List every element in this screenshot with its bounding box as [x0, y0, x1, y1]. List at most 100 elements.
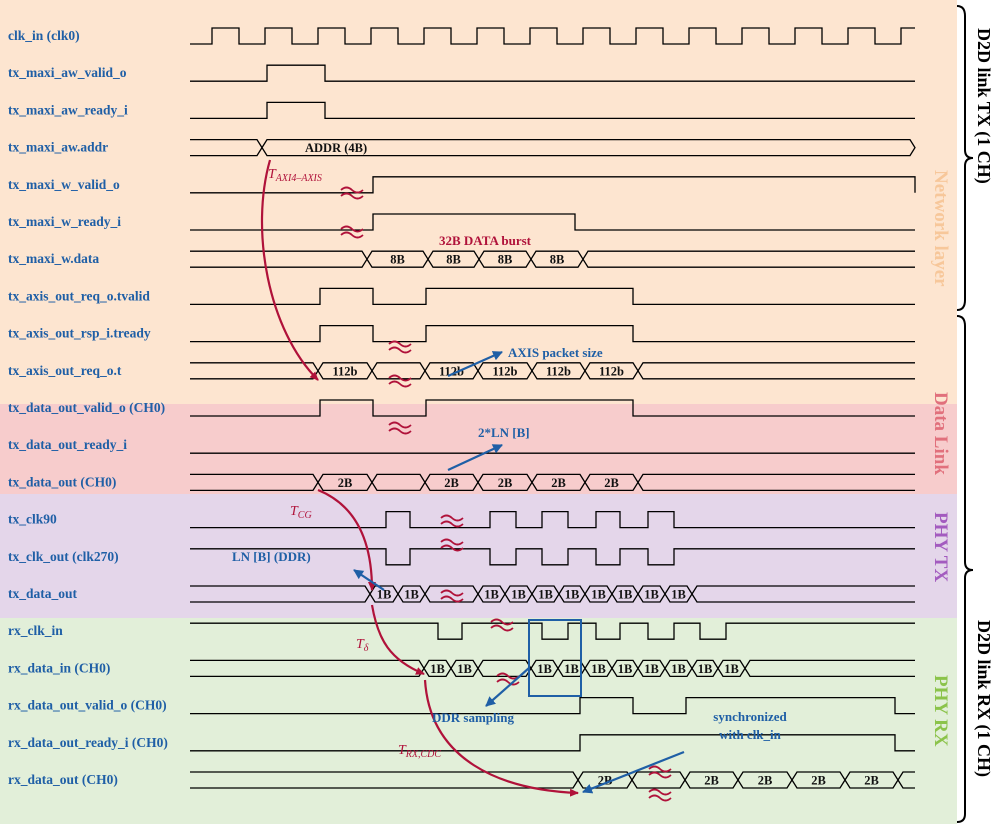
- signal-label: tx_maxi_aw_valid_o: [8, 65, 127, 80]
- squiggle-mark: [388, 421, 412, 429]
- timing-arrow-axi: [260, 159, 319, 381]
- bus-segment-label: 1B: [404, 588, 419, 602]
- squiggle-mark: [340, 186, 364, 194]
- signal-label: tx_maxi_w.data: [8, 251, 99, 266]
- squiggle-mark: [340, 225, 364, 233]
- bus-segment-label: 1B: [671, 662, 686, 676]
- bus-tail: [744, 659, 915, 678]
- bus-segment-label: 2B: [811, 774, 826, 788]
- signal-label: tx_axis_out_rsp_i.tready: [8, 326, 151, 341]
- brace-rx: [956, 315, 974, 823]
- bus-segment-label: 112b: [546, 364, 571, 378]
- signal-label: tx_data_out_ready_i: [8, 437, 127, 452]
- arrow-axis-size: [447, 350, 503, 378]
- squiggle-mark: [490, 624, 514, 632]
- bus-segment-label: 1B: [564, 662, 579, 676]
- squiggle-mark: [340, 192, 364, 200]
- signal-label: tx_clk90: [8, 512, 57, 527]
- squiggle-mark: [496, 672, 520, 680]
- pulse-wave: [190, 622, 915, 640]
- bus-tail: [897, 771, 915, 789]
- bus-segment-label: 1B: [591, 588, 606, 602]
- signal-label: rx_data_out (CH0): [8, 772, 118, 787]
- signal-label: tx_data_out (CH0): [8, 474, 116, 489]
- bus-segment-label: 1B: [644, 662, 659, 676]
- bus-segment-label: 8B: [390, 253, 405, 267]
- signal-label: tx_maxi_aw_ready_i: [8, 102, 128, 117]
- signal-label: rx_data_out_valid_o (CH0): [8, 698, 167, 713]
- bus-segment-label: 1B: [618, 662, 633, 676]
- squiggle-mark: [440, 520, 464, 528]
- squiggle-mark: [496, 678, 520, 686]
- arrow-ddr-sampling: [485, 667, 530, 707]
- squiggle-mark: [388, 346, 412, 354]
- bus-segment-label: 1B: [430, 662, 445, 676]
- bus-segment-label: 112b: [439, 364, 464, 378]
- squiggle-mark: [648, 788, 672, 796]
- signal-labels: clk_in (clk0) tx_maxi_aw_valid_o tx_maxi_a…: [8, 28, 168, 787]
- pulse-wave: [190, 734, 915, 752]
- timing-arrow-delta: [370, 604, 425, 676]
- layer-data-link: Data Link: [930, 392, 951, 475]
- bus-segment-label: 1B: [671, 588, 686, 602]
- squiggle-mark: [388, 374, 412, 382]
- signal-label: tx_clk_out (clk270): [8, 549, 119, 564]
- annotation-burst: 32B DATA burst: [439, 233, 532, 248]
- pulse-wave: [190, 510, 915, 529]
- bus-segment-label: 1B: [484, 588, 499, 602]
- squiggle-mark: [490, 618, 514, 626]
- bus-segment-label: 112b: [599, 364, 624, 378]
- band-phy-tx: [0, 494, 957, 618]
- squiggle-mark: [440, 514, 464, 522]
- signal-label: tx_data_out_valid_o (CH0): [8, 400, 165, 415]
- signal-label: tx_axis_out_req_o.t: [8, 363, 122, 378]
- signal-label: tx_axis_out_req_o.tvalid: [8, 288, 150, 303]
- pulse-wave: [190, 101, 915, 120]
- arrow-ln2: [447, 444, 503, 471]
- signal-label: tx_maxi_w_valid_o: [8, 177, 120, 192]
- bus-segment-label: 1B: [377, 588, 392, 602]
- annotation-ddr-sampling: DDR sampling: [432, 710, 514, 725]
- signal-label: rx_data_in (CH0): [8, 660, 110, 675]
- squiggle-mark: [388, 380, 412, 388]
- pulse-wave: [190, 696, 915, 715]
- bus-segment-label: 1B: [698, 662, 713, 676]
- bus-segment-label: 112b: [332, 364, 357, 378]
- bus-segment-label: 1B: [591, 662, 606, 676]
- signal-label: rx_data_out_ready_i (CH0): [8, 735, 168, 750]
- squiggle-mark: [440, 589, 464, 597]
- band-data-link: [0, 404, 957, 494]
- brace-tx: [956, 5, 974, 311]
- bus-segment-label: 8B: [550, 253, 565, 267]
- clock-wave: [190, 27, 915, 45]
- group-tx: D2D link TX (1 CH): [973, 28, 994, 184]
- bus-segment-label: 2B: [498, 476, 513, 490]
- bus-idle: [190, 250, 368, 268]
- signal-label: tx_data_out: [8, 586, 78, 601]
- timing-arrow-cg: [317, 488, 376, 591]
- bus-idle: [190, 585, 371, 603]
- annotation-ln-ddr: LN [B] (DDR): [232, 549, 311, 564]
- bus-segment-label: 1B: [457, 662, 472, 676]
- group-rx: D2D link RX (1 CH): [973, 620, 994, 777]
- squiggle-mark: [388, 340, 412, 348]
- bus-segment-label: 1B: [644, 588, 659, 602]
- arrow-sync: [582, 750, 685, 794]
- timing-cg: TCG: [290, 504, 312, 521]
- bus-tail: [637, 473, 915, 492]
- bus-idle: [190, 138, 263, 157]
- signal-label: clk_in (clk0): [8, 28, 80, 43]
- squiggle-mark: [648, 765, 672, 773]
- time-break-marks: [340, 186, 672, 802]
- bus-tail: [582, 250, 915, 268]
- bus-segment-label: 2B: [338, 476, 353, 490]
- bus-segment: [261, 138, 916, 157]
- annotation-sync-1: synchronized: [713, 709, 787, 724]
- squiggle-mark: [440, 544, 464, 552]
- bus-segment-label: 1B: [565, 588, 580, 602]
- bus-segment-label: 112b: [492, 364, 517, 378]
- bus-tail: [691, 585, 915, 603]
- annotation-ln2: 2*LN [B]: [478, 425, 530, 440]
